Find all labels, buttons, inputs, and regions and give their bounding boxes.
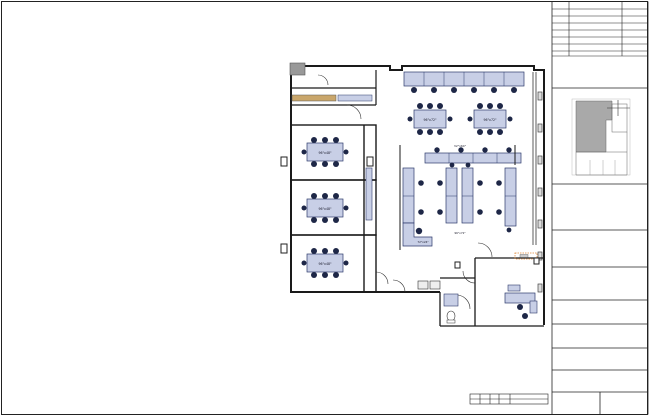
bottom-bench-dim: 96"x72" [454, 231, 466, 235]
open-table-left: 96"x72" [407, 103, 453, 135]
right-side-walls [532, 72, 537, 245]
bench-interior-walls [399, 145, 516, 250]
column-5 [533, 257, 540, 265]
conf-table-1-label: 96"x48" [319, 151, 332, 155]
column-2 [280, 243, 288, 254]
kitchenette-counter [514, 252, 538, 260]
key-plan-highlight [575, 100, 613, 153]
key-plan [571, 98, 631, 176]
entry-rooms [289, 62, 377, 106]
floor-plan: 96"x48" 96"x48" 96"x48" [280, 62, 545, 327]
conference-rooms [290, 124, 377, 293]
counter-dim: 72"x24" [417, 240, 429, 244]
column-3 [366, 156, 374, 167]
side-cabinet [365, 167, 373, 221]
kitchenette-sink [519, 254, 529, 258]
north-desk-row [403, 71, 525, 93]
scale-table [469, 393, 549, 405]
revision-table [552, 1, 648, 57]
chairs-room-3 [301, 248, 349, 278]
conference-table-2: 96"x48" [306, 198, 344, 218]
conf-table-3-label: 96"x48" [319, 262, 332, 266]
conference-table-3: 96"x48" [306, 253, 344, 273]
lower-rooms [439, 257, 544, 327]
open-table-left-label: 96"x72" [424, 118, 437, 122]
vertical-benches [402, 167, 517, 227]
restroom [443, 293, 471, 324]
utility-fixtures [417, 280, 441, 290]
open-table-right: 96"x72" [467, 103, 513, 135]
hatch-strip-left [291, 94, 337, 102]
conference-table-1: 96"x48" [306, 142, 344, 162]
chairs-room-2 [301, 193, 349, 223]
conference-chairs [301, 137, 349, 278]
column-1 [280, 156, 288, 167]
bench-top-row [424, 147, 522, 164]
hatch-strip-right [337, 94, 373, 102]
reception-counter: 72"x24" [402, 222, 433, 247]
open-table-right-label: 96"x72" [484, 118, 497, 122]
column-4 [454, 261, 461, 269]
window-marks [537, 91, 543, 293]
door-swings [317, 74, 493, 293]
title-block [551, 1, 649, 415]
chairs-room-1 [301, 137, 349, 167]
conf-table-2-label: 96"x48" [319, 207, 332, 211]
bench-chairs [418, 162, 512, 233]
bench-row-dim: 32"x60" [454, 144, 467, 148]
office-furniture [504, 284, 538, 319]
